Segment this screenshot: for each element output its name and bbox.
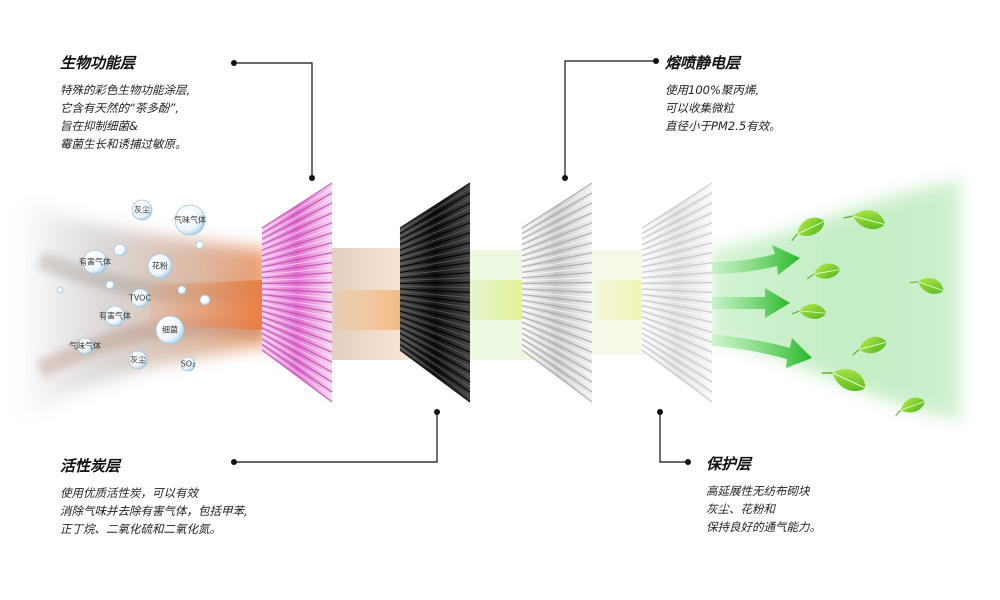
- protect-layer-desc-3: 保持良好的通气能力。: [706, 520, 821, 534]
- bubble-icon: [113, 243, 127, 257]
- meltblown-layer-callout: 熔喷静电层 使用100%聚丙烯, 可以收集微粒 直径小于PM2.5有效。: [665, 52, 781, 135]
- bubble-icon: [104, 305, 126, 327]
- callout-protect-line: [659, 412, 688, 463]
- pollutant-label-text: 气味气体: [174, 215, 206, 225]
- meltblown-filter-panel: [521, 182, 593, 403]
- callout-dot-icon: [685, 459, 691, 465]
- leaves: [791, 210, 944, 416]
- leaf-icon: [910, 278, 944, 294]
- callout-carbon-line: [234, 412, 438, 463]
- bubble-icon: [155, 315, 185, 345]
- carbon-layer-desc-3: 正丁烷、二氧化硫和二氧化氮。: [60, 522, 221, 536]
- meltblown-layer-desc-2: 可以收集微粒: [665, 101, 734, 115]
- callout-dot-icon: [657, 409, 663, 415]
- carbon-layer-desc-2: 消除气味并去除有害气体，包括甲苯,: [60, 504, 248, 518]
- leaf-icon: [791, 304, 827, 319]
- meltblown-layer-desc-1: 使用100%聚丙烯,: [665, 83, 760, 97]
- green-arrow-icon: [712, 288, 790, 318]
- bubble-icon: [174, 204, 206, 236]
- leaf-icon: [791, 217, 825, 242]
- pollutant-label-text: 细菌: [162, 325, 178, 335]
- carbon-filter-panel: [399, 182, 471, 403]
- protect-layer-callout: 保护层 高延展性无纺布砌块 灰尘、花粉和 保持良好的通气能力。: [706, 453, 821, 536]
- protect-filter-panel: [641, 182, 713, 403]
- pollutant-label-text: 有害气体: [79, 257, 111, 267]
- bubble-icon: [105, 280, 115, 290]
- callout-bio-line: [234, 62, 313, 178]
- callout-dot-icon: [309, 175, 315, 181]
- pollutant-label-text: TVOC: [128, 293, 152, 303]
- leaf-icon: [806, 263, 841, 280]
- bubble-icon: [128, 350, 148, 370]
- meltblown-layer-title: 熔喷静电层: [665, 54, 741, 72]
- carbon-layer-callout: 活性炭层 使用优质活性炭，可以有效 消除气味并去除有害气体，包括甲苯, 正丁烷、…: [60, 455, 248, 538]
- bubble-icon: [56, 286, 64, 294]
- bubble-icon: [177, 285, 187, 295]
- bio-layer-title: 生物功能层: [60, 54, 136, 72]
- pollutant-label-text: 灰尘: [134, 205, 150, 215]
- bubble-icon: [199, 294, 211, 306]
- bubble-icon: [130, 288, 150, 308]
- callout-dot-icon: [231, 459, 237, 465]
- callout-dots: [231, 58, 691, 465]
- leaf-icon: [822, 369, 866, 392]
- bio-filter-panel: [261, 182, 333, 403]
- leaf-icon: [843, 210, 886, 230]
- bio-layer-desc-1: 特殊的彩色生物功能涂层,: [60, 83, 191, 97]
- protect-layer-title: 保护层: [706, 455, 752, 473]
- leaf-icon: [895, 397, 925, 416]
- protect-layer-desc-2: 灰尘、花粉和: [706, 502, 775, 516]
- carbon-layer-desc-1: 使用优质活性炭，可以有效: [60, 486, 198, 500]
- pollutant-label-text: SO₂: [180, 359, 196, 369]
- bio-layer-callout: 生物功能层 特殊的彩色生物功能涂层, 它含有天然的“茶多酚”, 旨在抑制细菌& …: [60, 52, 190, 153]
- meltblown-layer-desc-3: 直径小于PM2.5有效。: [665, 119, 781, 133]
- leaf-icon: [852, 336, 887, 356]
- green-arrow-icon: [712, 334, 812, 368]
- bio-layer-desc-3: 旨在抑制细菌&: [60, 119, 138, 133]
- callout-dot-icon: [231, 60, 237, 66]
- pollutant-label-text: 气味气体: [69, 341, 101, 351]
- bubble-icon: [195, 240, 205, 250]
- bubble-icon: [147, 253, 173, 279]
- protect-layer-desc-1: 高延展性无纺布砌块: [706, 484, 810, 498]
- callout-dot-icon: [434, 409, 440, 415]
- carbon-layer-title: 活性炭层: [60, 457, 121, 475]
- pollutant-label-text: 灰尘: [130, 355, 146, 365]
- pollutant-label-text: 有害气体: [99, 311, 131, 321]
- pollutant-label-text: 花粉: [152, 261, 168, 271]
- callout-dot-icon: [653, 58, 659, 64]
- callout-lines: [234, 60, 688, 463]
- callout-melt-line: [564, 60, 656, 178]
- bio-layer-desc-2: 它含有天然的“茶多酚”,: [60, 101, 180, 115]
- bio-layer-desc-4: 霉菌生长和诱捕过敏原。: [60, 137, 187, 151]
- bubble-icon: [82, 249, 108, 275]
- callout-dot-icon: [562, 175, 568, 181]
- pollutant-bubbles: [56, 199, 211, 372]
- bubble-icon: [76, 337, 94, 355]
- clean-airflow: [710, 180, 960, 420]
- bubble-icon: [131, 199, 153, 221]
- green-arrow-icon: [712, 245, 800, 275]
- bubble-icon: [180, 356, 196, 372]
